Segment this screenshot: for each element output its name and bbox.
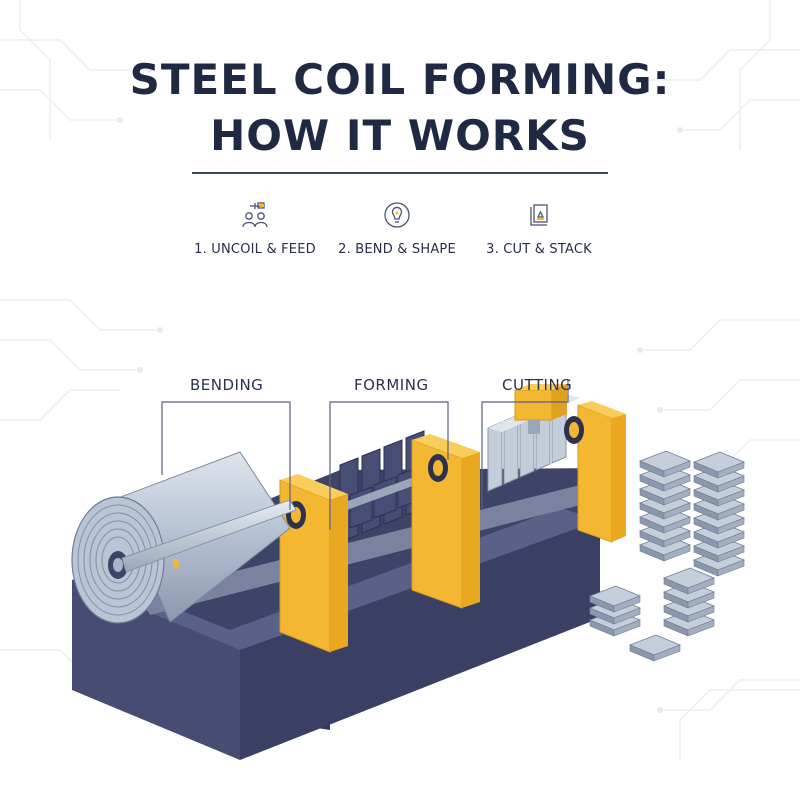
cut-sheet [588, 585, 642, 613]
label-forming: FORMING [354, 376, 429, 394]
step-uncoil-feed: 1. UNCOIL & FEED [180, 198, 330, 257]
label-cutting: CUTTING [502, 376, 572, 394]
title-line-2: HOW IT WORKS [210, 111, 590, 160]
steel-coil [71, 451, 297, 624]
step-bend-shape: 2. BEND & SHAPE [322, 198, 472, 257]
step-cut-stack: 3. CUT & STACK [464, 198, 614, 257]
rail-plate [140, 480, 600, 615]
forming-machine-diagram: BENDING FORMING CUTTING [71, 376, 746, 760]
cut-sheet [638, 450, 692, 478]
title-line-1: STEEL COIL FORMING: [129, 55, 671, 104]
people-feed-icon [242, 202, 268, 228]
lightbulb-icon [384, 202, 410, 228]
step-label: 1. UNCOIL & FEED [194, 242, 316, 257]
stacked-sheet-icon [530, 204, 548, 226]
cut-sheet [628, 634, 682, 662]
cut-sheet-stacks [588, 450, 746, 662]
cut-sheet [662, 567, 716, 595]
callouts: BENDING FORMING CUTTING [161, 376, 572, 530]
step-label: 3. CUT & STACK [486, 242, 592, 257]
label-bending: BENDING [190, 376, 263, 394]
page-title: STEEL COIL FORMING: HOW IT WORKS [0, 52, 800, 164]
step-label: 2. BEND & SHAPE [338, 242, 456, 257]
cut-sheet [692, 451, 746, 479]
title-divider [192, 172, 608, 174]
